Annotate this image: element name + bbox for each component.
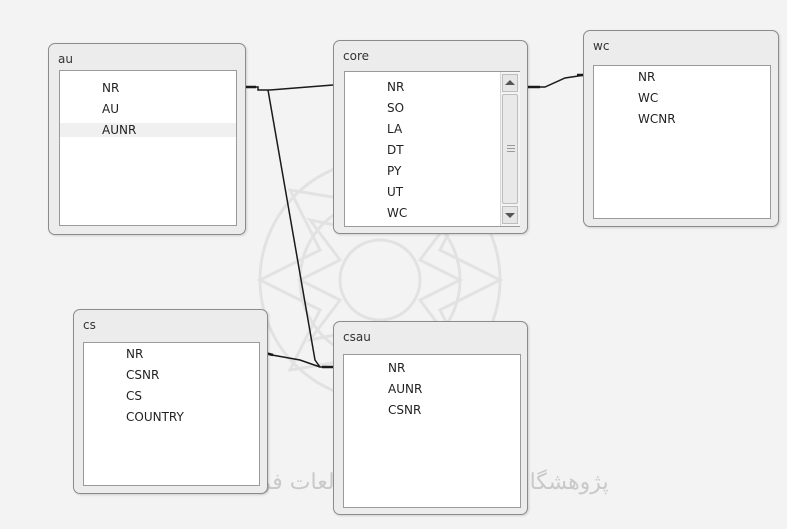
field-wc[interactable]: WC [638, 91, 659, 105]
field-dt[interactable]: DT [387, 143, 404, 157]
relationship-line-core-wc [528, 74, 586, 88]
table-title: csau [343, 330, 371, 344]
field-list[interactable]: NR AUNR CSNR [343, 354, 521, 508]
field-csnr[interactable]: CSNR [126, 368, 160, 382]
field-nr[interactable]: NR [388, 361, 406, 375]
table-title: wc [593, 39, 610, 53]
field-nr[interactable]: NR [126, 347, 144, 361]
field-cs[interactable]: CS [126, 389, 142, 403]
scroll-down-button[interactable] [502, 206, 518, 224]
field-la[interactable]: LA [387, 122, 403, 136]
scroll-down-arrow-icon [505, 213, 515, 218]
table-wc[interactable]: wc NR WC WCNR [583, 30, 779, 227]
field-list[interactable]: NR SO LA DT PY UT WC [344, 71, 520, 227]
field-nr[interactable]: NR [638, 70, 656, 84]
field-ut[interactable]: UT [387, 185, 404, 199]
relationship-line-au-core [246, 84, 334, 91]
relationship-line-au-csau [267, 89, 333, 368]
field-aunr[interactable]: AUNR [60, 123, 236, 137]
field-wc[interactable]: WC [387, 206, 408, 220]
field-py[interactable]: PY [387, 164, 402, 178]
field-aunr[interactable]: AUNR [388, 382, 423, 396]
relationship-line-cs-csau [264, 352, 321, 368]
table-csau[interactable]: csau NR AUNR CSNR [333, 321, 528, 515]
table-au[interactable]: au NR AU AUNR [48, 43, 246, 235]
field-csnr[interactable]: CSNR [388, 403, 422, 417]
field-nr[interactable]: NR [387, 80, 405, 94]
table-title: cs [83, 318, 96, 332]
field-nr[interactable]: NR [102, 81, 120, 95]
table-core[interactable]: core NR SO LA DT PY UT WC [333, 40, 528, 234]
table-title: au [58, 52, 73, 66]
table-title: core [343, 49, 369, 63]
scroll-up-arrow-icon [505, 80, 515, 85]
table-cs[interactable]: cs NR CSNR CS COUNTRY [73, 309, 268, 494]
field-list[interactable]: NR WC WCNR [593, 65, 771, 219]
field-country[interactable]: COUNTRY [126, 410, 184, 424]
field-wcnr[interactable]: WCNR [638, 112, 676, 126]
scrollbar[interactable] [500, 72, 520, 226]
scroll-up-button[interactable] [502, 74, 518, 92]
field-so[interactable]: SO [387, 101, 405, 115]
field-list[interactable]: NR AU AUNR [59, 70, 237, 226]
field-au[interactable]: AU [102, 102, 119, 116]
field-list[interactable]: NR CSNR CS COUNTRY [83, 342, 260, 486]
scroll-thumb[interactable] [502, 94, 518, 204]
